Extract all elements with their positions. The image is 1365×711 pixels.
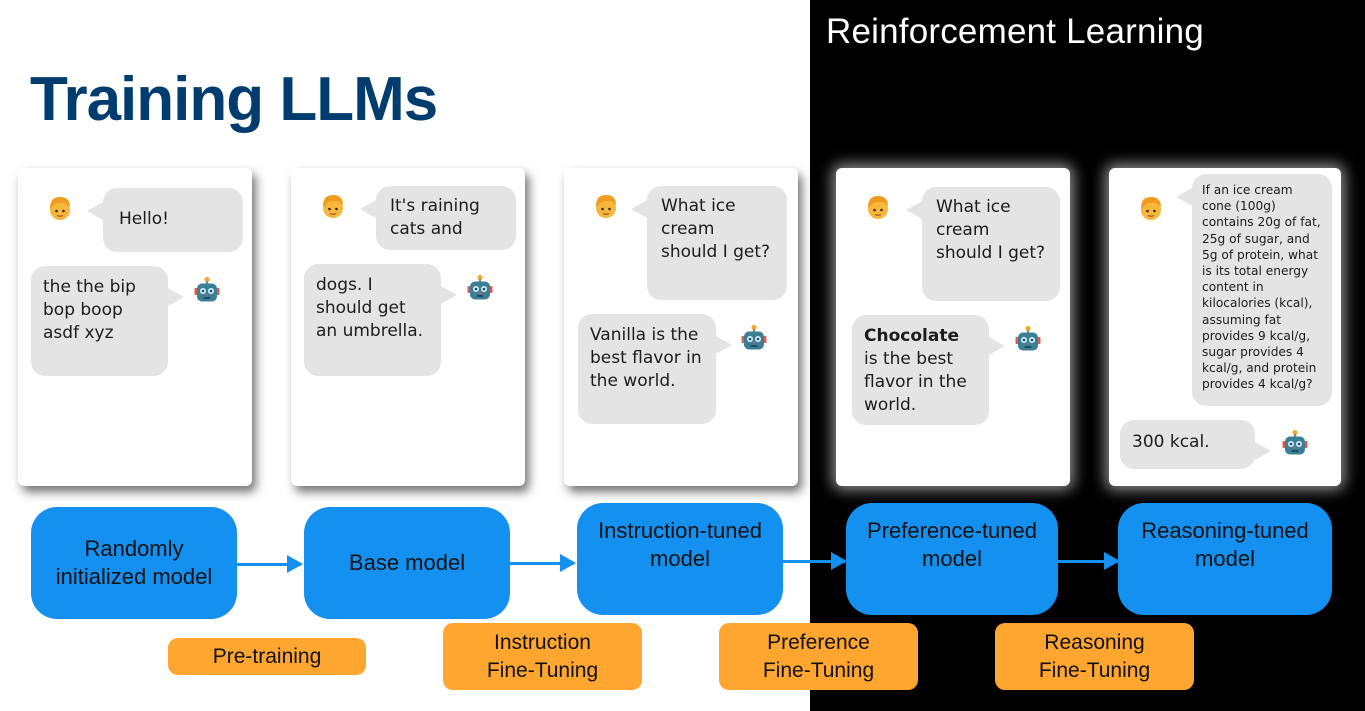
stage-instruction-fine-tuning: Instruction Fine-Tuning (443, 623, 642, 690)
stage-pre-training: Pre-training (168, 638, 366, 675)
stage-reasoning-fine-tuning: Reasoning Fine-Tuning (995, 623, 1194, 690)
bot-message-text: is the best flavor in the world. (864, 349, 967, 415)
stage-label: Pre-training (212, 644, 322, 668)
flow-arrow (510, 554, 576, 572)
bot-message-bubble: Chocolate is the best flavor in the worl… (852, 315, 1005, 425)
robot-emoji-icon (193, 276, 221, 304)
model-node-reasoning-tuned: Reasoning-tuned model (1118, 503, 1332, 615)
rl-section-title: Reinforcement Learning (826, 12, 1204, 51)
user-message-bubble: Hello! (87, 188, 243, 252)
person-emoji-icon (592, 192, 620, 220)
person-emoji-icon (319, 192, 347, 220)
user-message-text: Hello! (119, 209, 169, 229)
user-message-text: If an ice cream cone (100g) contains 20g… (1202, 183, 1321, 392)
user-message-bubble: What ice cream should I get? (906, 187, 1060, 301)
stage-label: Preference Fine-Tuning (762, 630, 875, 682)
flow-arrow (237, 555, 303, 573)
stage-label: Reasoning Fine-Tuning (1038, 630, 1151, 682)
model-node-preference-tuned: Preference-tuned model (846, 503, 1058, 615)
bot-message-text: Vanilla is the best flavor in the world. (590, 325, 702, 391)
model-node-label: Base model (348, 550, 466, 575)
bot-message-bold-text: Chocolate (864, 326, 959, 346)
flow-arrow (783, 552, 847, 570)
flow-arrow (1058, 552, 1120, 570)
model-node-label: Reasoning-tuned model (1141, 518, 1309, 571)
user-message-text: What ice cream should I get? (936, 197, 1046, 263)
bot-message-bubble: the the bip bop boop asdf xyz (31, 266, 184, 376)
person-emoji-icon (864, 193, 892, 221)
chat-card-pretraining: Hello! the the bip bop boop asdf xyz (18, 168, 252, 486)
stage-label: Instruction Fine-Tuning (486, 630, 599, 682)
model-node-base: Base model (304, 507, 510, 619)
bot-message-bubble: 300 kcal. (1120, 420, 1271, 469)
user-message-bubble: What ice cream should I get? (631, 186, 787, 300)
bot-message-text: the the bip bop boop asdf xyz (43, 277, 136, 343)
chat-card-base-model: It's raining cats and dogs. I should get… (291, 168, 525, 486)
bot-message-text: 300 kcal. (1132, 432, 1210, 452)
person-emoji-icon (1137, 194, 1165, 222)
bot-message-bubble: Vanilla is the best flavor in the world. (578, 314, 732, 424)
chat-card-preference-tuned: What ice cream should I get? Chocolate i… (836, 168, 1070, 486)
model-node-label: Randomly initialized model (55, 536, 213, 589)
bot-message-bubble: dogs. I should get an umbrella. (304, 264, 457, 376)
chat-card-instruction-tuned: What ice cream should I get? Vanilla is … (564, 168, 798, 486)
user-message-bubble: It's raining cats and (360, 186, 516, 250)
person-emoji-icon (46, 194, 74, 222)
bot-message-text: dogs. I should get an umbrella. (316, 275, 424, 341)
user-message-text: What ice cream should I get? (661, 196, 771, 262)
user-message-text: It's raining cats and (390, 196, 480, 239)
robot-emoji-icon (1014, 325, 1042, 353)
page-title: Training LLMs (30, 65, 438, 134)
stage-preference-fine-tuning: Preference Fine-Tuning (719, 623, 918, 690)
model-node-label: Instruction-tuned model (598, 518, 762, 571)
robot-emoji-icon (740, 324, 768, 352)
user-message-bubble: If an ice cream cone (100g) contains 20g… (1176, 174, 1332, 406)
model-node-label: Preference-tuned model (867, 518, 1037, 571)
robot-emoji-icon (466, 274, 494, 302)
model-node-randomly-initialized: Randomly initialized model (31, 507, 237, 619)
chat-card-reasoning-tuned: If an ice cream cone (100g) contains 20g… (1109, 168, 1341, 486)
model-node-instruction-tuned: Instruction-tuned model (577, 503, 783, 615)
robot-emoji-icon (1281, 429, 1309, 457)
